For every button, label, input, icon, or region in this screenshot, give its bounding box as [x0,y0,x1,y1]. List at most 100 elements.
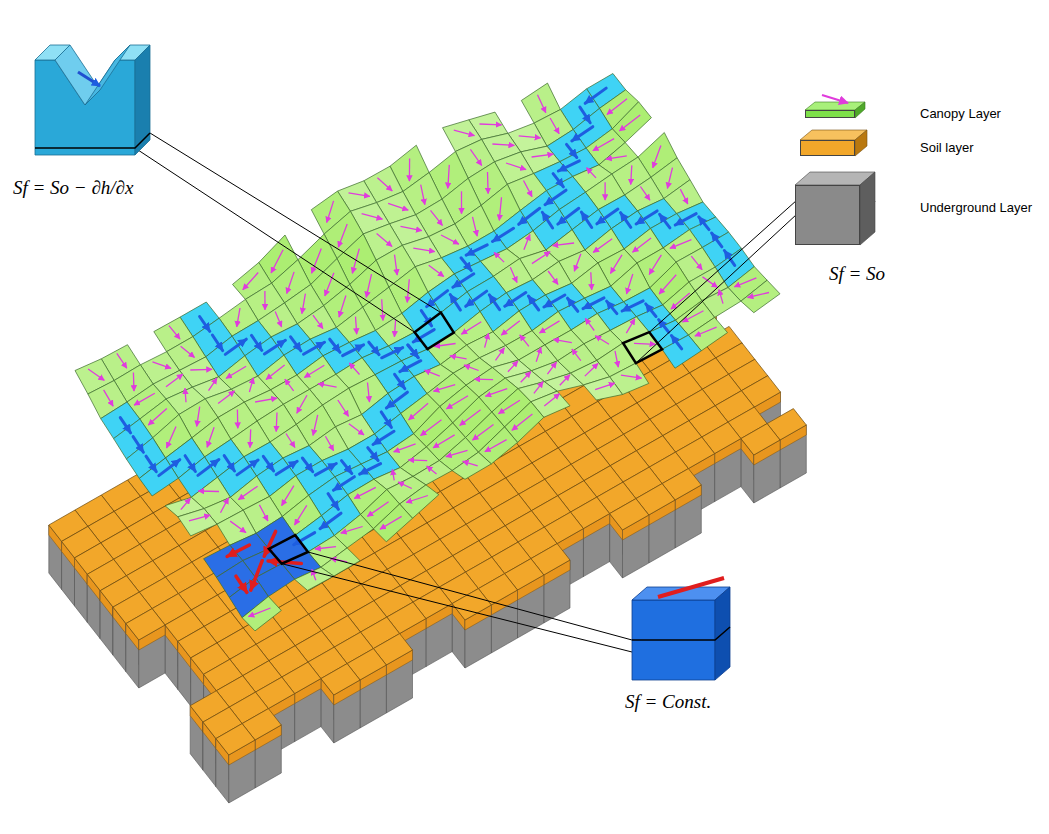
flow-arrow [406,496,428,503]
flow-arrow [604,182,605,200]
flow-arrow [276,413,278,432]
channel-arrow [580,107,590,123]
flow-arrow [255,398,277,402]
flow-arrow [487,172,489,193]
flow-arrow [627,274,633,294]
flow-arrow [286,434,295,448]
flow-arrow [104,390,114,406]
flow-arrow [547,362,556,374]
channel-arrow [395,374,405,388]
flow-arrow [207,427,214,447]
channel-arrow [427,291,448,307]
soil-cell [216,724,255,755]
flow-arrow [585,318,594,330]
flow-arrow [377,178,392,191]
flow-arrow [325,436,333,450]
terrain-cell [295,567,334,590]
flow-arrow [492,144,514,145]
flow-arrow [367,502,388,517]
channel-arrow [368,448,378,461]
flow-arrow [429,265,444,276]
flow-arrow [512,414,533,430]
flow-arrow [653,146,661,168]
flow-arrow [574,254,581,272]
channel-arrow [381,412,391,428]
flow-arrow [295,505,307,525]
flow-arrow [560,375,570,386]
flow-arrow [237,410,239,429]
channel-arrow [320,513,341,529]
flow-arrow [409,403,429,420]
flow-arrow [470,149,481,165]
channel-arrow [567,144,577,157]
flow-arrow [153,362,172,369]
flow-arrow [593,239,612,253]
flow-arrow [249,608,271,617]
flow-arrow [185,388,186,402]
flow-arrow [189,515,210,521]
flow-arrow [485,389,507,397]
flow-arrow [691,256,702,270]
flow-arrow [548,271,558,284]
base-grid [49,179,807,803]
flow-arrow [520,335,529,346]
flow-arrow [461,191,462,213]
flow-arrow [249,378,253,392]
flow-arrow [593,139,614,151]
flow-arrow [633,238,652,252]
flow-arrow [463,461,478,466]
flow-arrow [473,425,494,441]
channel-arrow [333,477,354,491]
flow-arrow [394,444,416,452]
flow-arrow [634,343,655,344]
flow-arrow [249,429,251,447]
flow-arrow [401,226,422,230]
flow-arrow [508,361,518,372]
flow-arrow [447,396,469,409]
channel-arrow [408,345,418,358]
flow-arrow [166,374,183,387]
flow-arrow [356,317,357,335]
flow-arrow [649,255,661,275]
flow-arrow [585,364,598,377]
terrain-cell [178,509,217,536]
flow-arrow [243,273,258,290]
flow-arrow [318,384,337,388]
flow-arrow [587,168,596,178]
flow-arrow [607,99,627,115]
flow-arrow [631,165,632,184]
flow-arrow [407,279,409,302]
flow-arrow [181,498,191,509]
flow-arrow [167,426,176,448]
flow-arrow [427,466,437,474]
terrain-surface [75,74,780,631]
flow-arrow [304,365,324,377]
flow-arrow [606,156,627,159]
terrain-cell [242,597,281,631]
flow-arrow [169,326,180,339]
flow-arrow [275,312,281,327]
flow-arrow [485,333,489,347]
flow-arrow [354,487,376,498]
flow-arrow [282,486,294,506]
flow-arrow [431,210,443,225]
flow-arrow [237,308,240,327]
flow-arrow [544,394,559,406]
flow-arrow [519,136,541,138]
flow-arrow [421,420,442,436]
flow-arrow [382,299,383,320]
flow-arrow [421,185,425,205]
flow-arrow [501,321,520,335]
flow-arrow [315,547,336,549]
flow-arrow [626,319,635,333]
flow-arrow [409,158,411,181]
flow-arrow [313,315,323,328]
flow-arrow [433,435,455,448]
flow-arrow [480,123,502,125]
flow-arrow [148,409,167,426]
channel-arrow [519,208,540,224]
flow-arrow [595,383,615,390]
flow-arrows [88,88,769,617]
flow-arrow [349,363,359,374]
